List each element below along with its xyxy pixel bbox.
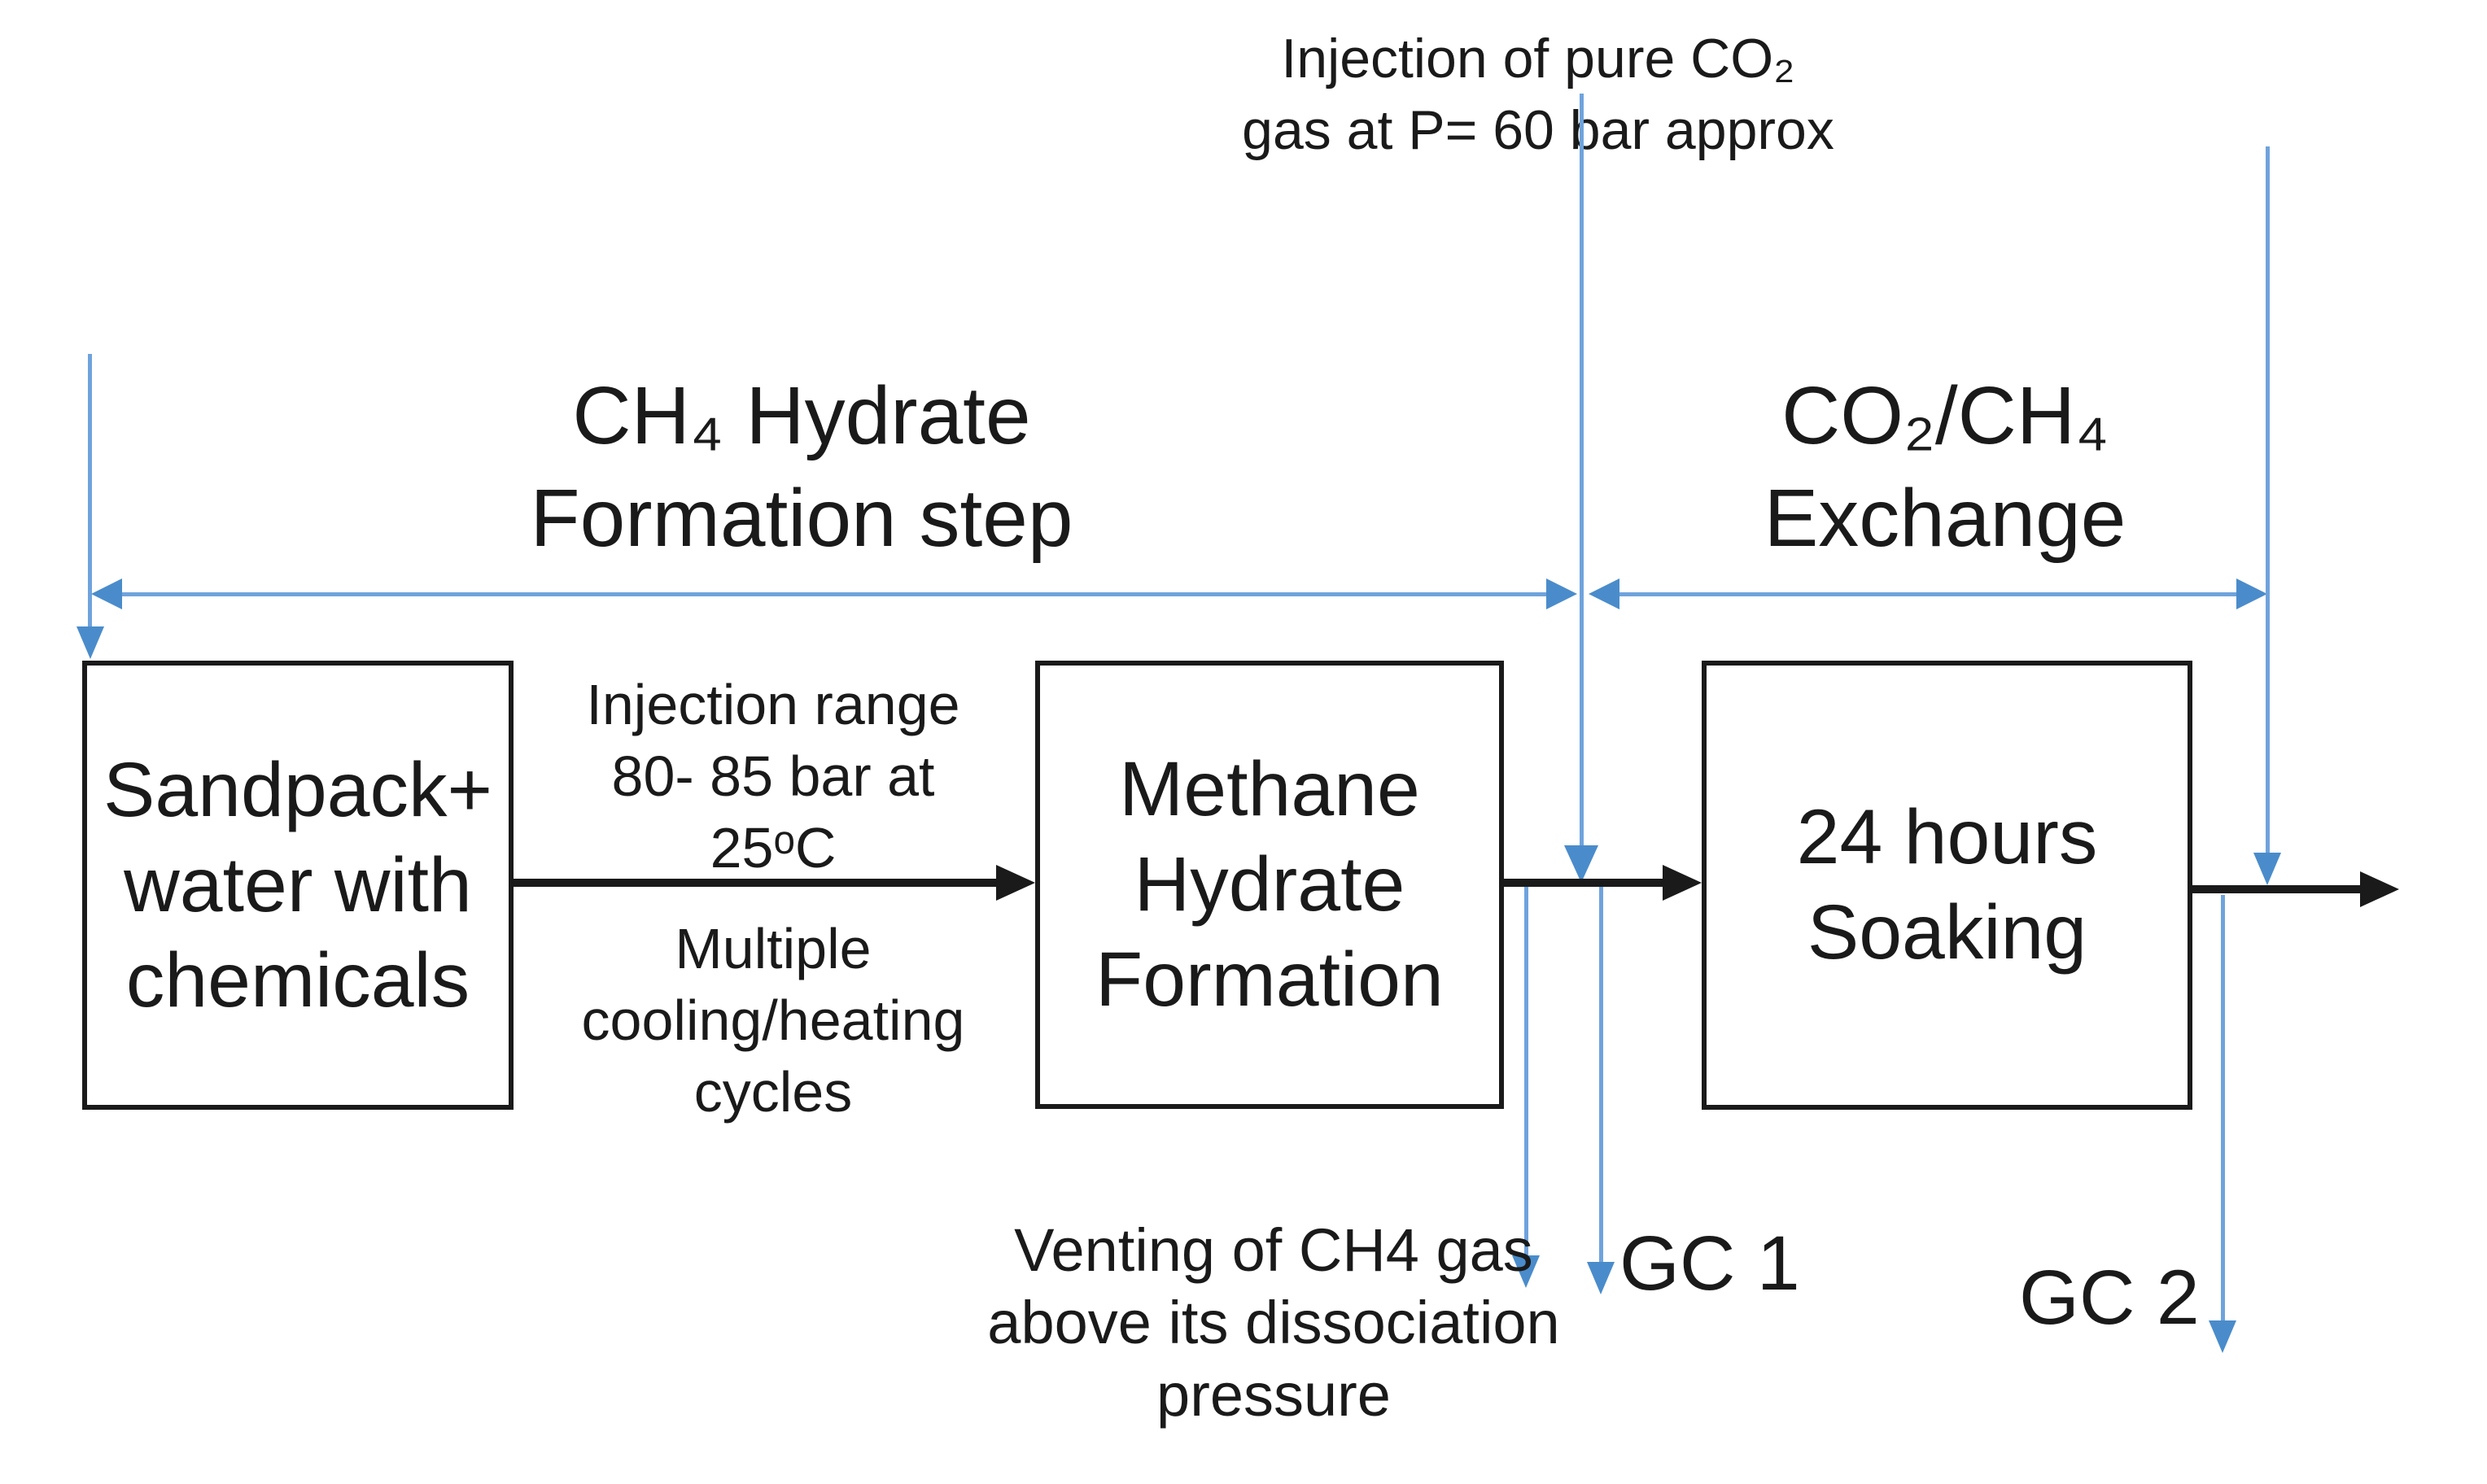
gc1-arrowhead-icon xyxy=(1587,1262,1615,1294)
flow-arrow-3-arrowhead-icon xyxy=(2360,871,2399,907)
phase1-start-arrowhead-icon xyxy=(76,626,104,659)
flow-arrow-2-arrowhead-icon xyxy=(1663,865,1702,901)
sandpack-box: Sandpack+ water with chemicals xyxy=(82,661,514,1110)
co2-injection-note: Injection of pure CO₂ gas at P= 60 bar a… xyxy=(1242,28,1834,161)
phase2-title: CO₂/CH₄ Exchange xyxy=(1764,370,2126,564)
co2-injection-arrowhead-icon xyxy=(1564,845,1598,883)
exchange-end-line xyxy=(2266,146,2270,854)
phase1-span-line xyxy=(120,592,1548,596)
flow-arrow-1-line xyxy=(514,879,1002,887)
flow-arrow-1-arrowhead-icon xyxy=(996,865,1035,901)
venting-note: Venting of CH4 gas above its dissociatio… xyxy=(987,1216,1560,1429)
gc2-line xyxy=(2221,895,2225,1322)
gc2-arrowhead-icon xyxy=(2209,1320,2236,1353)
gc1-label: GC 1 xyxy=(1619,1220,1800,1307)
soaking-box: 24 hours Soaking xyxy=(1702,661,2192,1110)
venting-arrowhead-icon xyxy=(1512,1255,1540,1288)
gc1-line xyxy=(1599,887,1603,1264)
methane-hydrate-formation-box: Methane Hydrate Formation xyxy=(1035,661,1504,1109)
phase1-title: CH₄ Hydrate Formation step xyxy=(530,370,1073,564)
co2-injection-line xyxy=(1580,94,1584,847)
phase2-span-line xyxy=(1619,592,2238,596)
phase2-span-left-arrowhead-icon xyxy=(1589,578,1619,609)
injection-range-label: Injection range 80- 85 bar at 25ᵒC xyxy=(586,673,960,879)
phase1-start-line xyxy=(88,354,92,628)
flow-arrow-3-line xyxy=(2192,885,2363,893)
gc2-label: GC 2 xyxy=(2019,1255,2200,1341)
venting-line xyxy=(1524,887,1528,1257)
phase2-span-right-arrowhead-icon xyxy=(2236,578,2267,609)
flow-arrow-2-line xyxy=(1504,879,1667,887)
cooling-cycles-label: Multiple cooling/heating cycles xyxy=(581,917,965,1124)
exchange-end-arrowhead-icon xyxy=(2253,853,2281,885)
phase1-span-left-arrowhead-icon xyxy=(91,578,122,609)
phase1-span-right-arrowhead-icon xyxy=(1546,578,1577,609)
